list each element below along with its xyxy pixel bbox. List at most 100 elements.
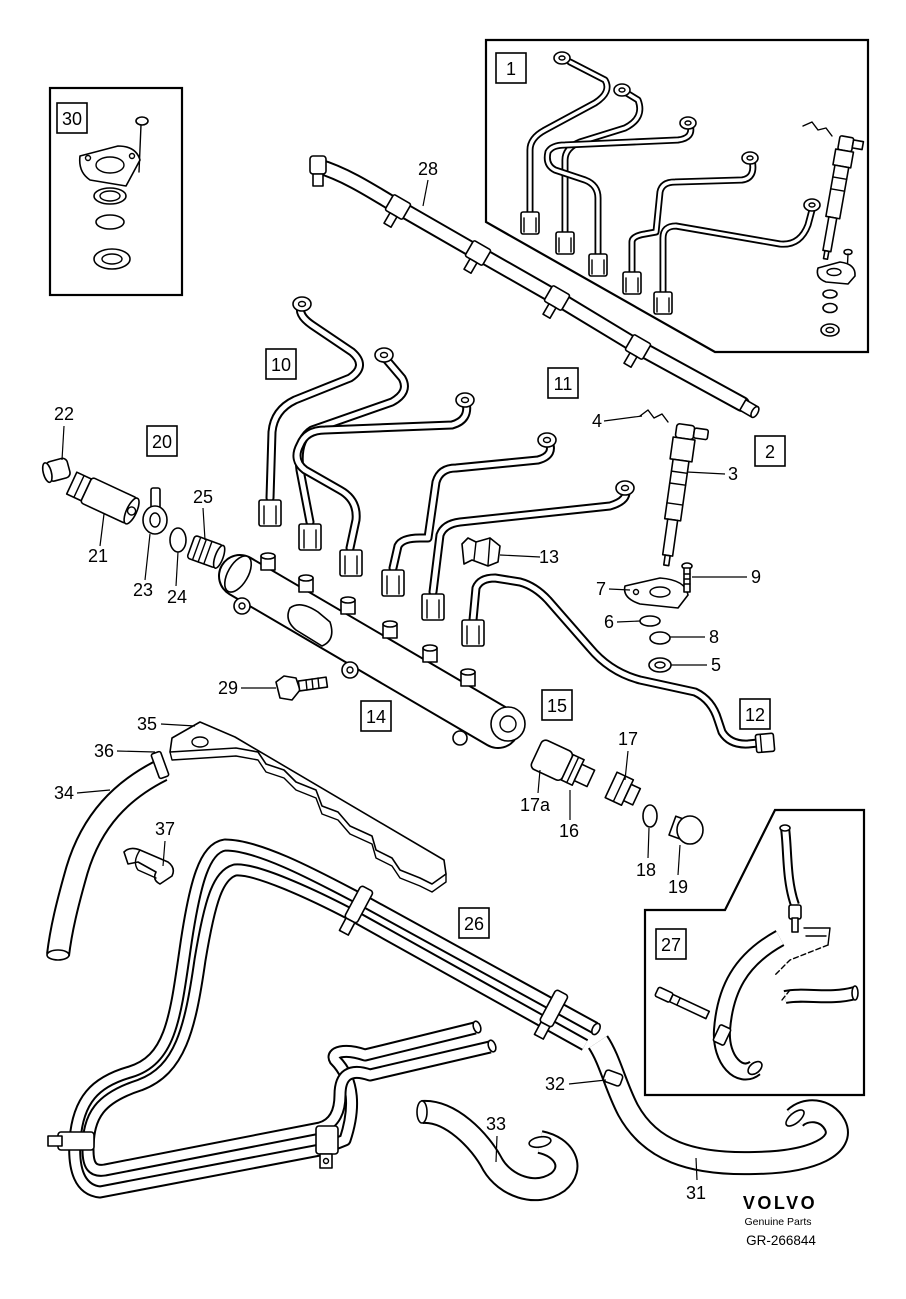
bolt-29 xyxy=(275,675,329,701)
callout-34: 34 xyxy=(54,783,74,803)
callout-5: 5 xyxy=(711,655,721,675)
callout-18: 18 xyxy=(636,860,656,880)
callout-box-15: 15 xyxy=(541,689,573,721)
bolt-9 xyxy=(681,562,693,593)
pipe-clip-13 xyxy=(461,537,501,567)
callout-29: 29 xyxy=(218,678,238,698)
return-hose-connectors xyxy=(309,155,760,419)
callout-13: 13 xyxy=(539,547,559,567)
callout-6: 6 xyxy=(604,612,614,632)
callout-box-27: 27 xyxy=(655,928,687,960)
callout-7: 7 xyxy=(596,579,606,599)
callout-box-14: 14 xyxy=(360,700,392,732)
washer-5 xyxy=(648,657,672,673)
hose-33-ends xyxy=(416,1100,552,1149)
fitting-25 xyxy=(186,535,226,569)
boxed-callouts: 1 30 10 11 20 2 14 15 12 26 27 xyxy=(56,52,786,960)
callout-17: 17 xyxy=(618,729,638,749)
injector-3 xyxy=(661,423,710,567)
callout-27: 27 xyxy=(661,935,681,955)
inset-pipe-nuts xyxy=(520,211,673,315)
hose-34-end xyxy=(46,949,70,961)
callout-3: 3 xyxy=(728,464,738,484)
ring-6 xyxy=(639,615,661,627)
callout-24: 24 xyxy=(167,587,187,607)
callout-12: 12 xyxy=(745,705,765,725)
callout-9: 9 xyxy=(751,567,761,587)
injector-pipe-ends xyxy=(292,296,635,496)
kit-27-parts xyxy=(722,828,855,1072)
pipe-12-end-nut xyxy=(754,732,776,754)
callout-23: 23 xyxy=(133,580,153,600)
diagram-reference: GR-266844 xyxy=(746,1233,816,1248)
injector-pipes-10 xyxy=(270,304,626,592)
inset-injector-clip xyxy=(802,121,833,137)
callout-box-10: 10 xyxy=(265,348,297,380)
clip-36 xyxy=(150,750,170,780)
hose-31 xyxy=(598,1042,837,1163)
nut-17 xyxy=(604,771,642,807)
leader-lines xyxy=(61,179,747,1181)
ring-18 xyxy=(642,804,658,828)
inset-frame-kit-1 xyxy=(484,38,870,354)
callout-15: 15 xyxy=(547,696,567,716)
pipe-set-26-clamps xyxy=(47,885,569,1169)
pipe-set-26-ends xyxy=(472,1020,601,1053)
callout-box-11: 11 xyxy=(547,367,579,399)
cap-22 xyxy=(41,457,71,484)
inset-clamp-bolt xyxy=(816,248,856,337)
banjo-23 xyxy=(142,487,168,535)
callout-31: 31 xyxy=(686,1183,706,1203)
fuel-rail-details xyxy=(223,552,526,746)
ring-24 xyxy=(169,527,187,553)
callout-4: 4 xyxy=(592,411,602,431)
callout-20: 20 xyxy=(152,432,172,452)
callout-17a: 17a xyxy=(520,795,551,815)
callout-box-26: 26 xyxy=(458,907,490,939)
callout-19: 19 xyxy=(668,877,688,897)
genuine-parts-label: Genuine Parts xyxy=(744,1216,811,1228)
inset-frame-kit-30 xyxy=(48,86,184,297)
callout-32: 32 xyxy=(545,1074,565,1094)
callout-box-1: 1 xyxy=(495,52,527,84)
callout-36: 36 xyxy=(94,741,114,761)
callout-28: 28 xyxy=(418,159,438,179)
callout-11: 11 xyxy=(554,374,573,394)
callout-37: 37 xyxy=(155,819,175,839)
callout-box-12: 12 xyxy=(739,698,771,730)
callout-30: 30 xyxy=(62,109,82,129)
inset-injector xyxy=(822,135,865,261)
callout-22: 22 xyxy=(54,404,74,424)
injector-pipe-nuts xyxy=(258,499,485,647)
callout-10: 10 xyxy=(271,355,291,375)
callout-box-2: 2 xyxy=(754,435,786,467)
callout-14: 14 xyxy=(366,707,386,727)
branding: VOLVO Genuine Parts GR-266844 xyxy=(743,1193,816,1248)
callouts: 28 22 4 3 25 13 21 23 24 7 9 6 8 5 29 35… xyxy=(54,159,761,1203)
kit-27-fittings xyxy=(654,824,859,1076)
inset-injector-pipes xyxy=(530,62,812,292)
callout-26: 26 xyxy=(464,914,484,934)
cap-19 xyxy=(668,815,704,845)
clamp-7 xyxy=(623,577,689,609)
callout-box-20: 20 xyxy=(146,425,178,457)
pressure-sensor-16 xyxy=(530,739,596,788)
kit-30-parts xyxy=(78,116,149,270)
clip-32 xyxy=(602,1069,624,1087)
callout-33: 33 xyxy=(486,1114,506,1134)
inset-pipe-ends xyxy=(553,51,821,212)
callout-box-30: 30 xyxy=(56,102,88,134)
callout-2: 2 xyxy=(765,442,775,462)
callout-35: 35 xyxy=(137,714,157,734)
bracket-35 xyxy=(169,721,447,893)
callout-1: 1 xyxy=(506,59,516,79)
injector-clip-4 xyxy=(639,409,669,423)
callout-16: 16 xyxy=(559,821,579,841)
callout-8: 8 xyxy=(709,627,719,647)
callout-25: 25 xyxy=(193,487,213,507)
callout-21: 21 xyxy=(88,546,108,566)
inset-frame-kit-27 xyxy=(643,808,866,1097)
hose-31-end xyxy=(785,1109,805,1127)
clip-37 xyxy=(123,847,175,885)
